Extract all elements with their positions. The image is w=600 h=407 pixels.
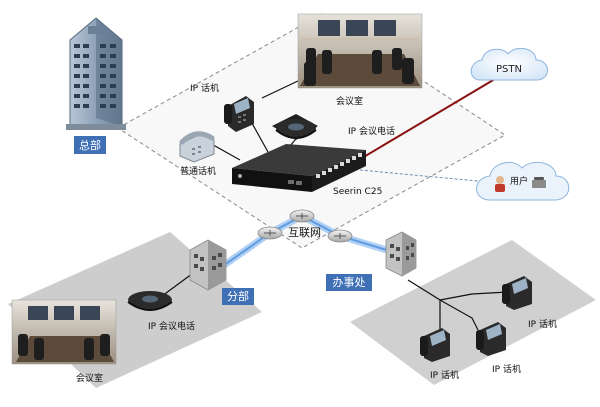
router-icon bbox=[257, 226, 283, 240]
ip-phone-office-3-label: IP 话机 bbox=[430, 369, 459, 381]
office-building-icon bbox=[66, 17, 126, 130]
router-icon bbox=[289, 209, 315, 223]
pstn-link bbox=[361, 75, 501, 159]
user-label: 用户 bbox=[510, 175, 528, 187]
meeting-room-photo bbox=[297, 13, 423, 89]
device-label: Seerin C25 bbox=[333, 187, 382, 197]
ip-phone-hq-label: IP 话机 bbox=[190, 82, 219, 94]
ip-phone-icon bbox=[476, 322, 506, 356]
user-icon bbox=[495, 176, 505, 192]
meeting-room-photo bbox=[11, 299, 117, 365]
branch-badge bbox=[222, 288, 254, 305]
hq-label: 总部 bbox=[79, 138, 101, 152]
desk-phone-icon bbox=[532, 177, 546, 188]
meeting-room-hq-label: 会议室 bbox=[336, 95, 363, 107]
office-label: 办事处 bbox=[333, 276, 366, 289]
conference-phone-icon bbox=[127, 291, 173, 311]
branch-label: 分部 bbox=[227, 289, 249, 303]
analog-phone-label: 普通话机 bbox=[180, 165, 216, 177]
pbx-device-icon bbox=[232, 144, 366, 192]
internet-label: 互联网 bbox=[288, 226, 321, 239]
ip-phone-office-1-label: IP 话机 bbox=[528, 318, 557, 330]
branch-building-icon bbox=[189, 239, 227, 291]
office-platform bbox=[350, 240, 596, 385]
ip-phone-icon bbox=[224, 96, 254, 132]
office-badge bbox=[326, 274, 372, 291]
analog-phone-icon bbox=[179, 131, 215, 163]
conference-phone-icon bbox=[272, 114, 318, 140]
user-cloud-icon bbox=[476, 161, 570, 201]
meeting-room-branch-label: 会议室 bbox=[76, 372, 103, 384]
ip-phone-icon bbox=[502, 276, 532, 310]
pstn-cloud-icon bbox=[470, 47, 548, 81]
conf-phone-hq-label: IP 会议电话 bbox=[348, 125, 395, 137]
ip-phone-office-2-label: IP 话机 bbox=[492, 363, 521, 375]
user-link bbox=[359, 169, 489, 183]
router-icon bbox=[327, 229, 353, 243]
hq-badge bbox=[74, 136, 106, 154]
ip-phone-icon bbox=[420, 328, 450, 362]
branch-building-icon bbox=[385, 231, 417, 277]
conf-phone-branch-label: IP 会议电话 bbox=[148, 320, 195, 332]
pstn-label: PSTN bbox=[496, 64, 522, 75]
